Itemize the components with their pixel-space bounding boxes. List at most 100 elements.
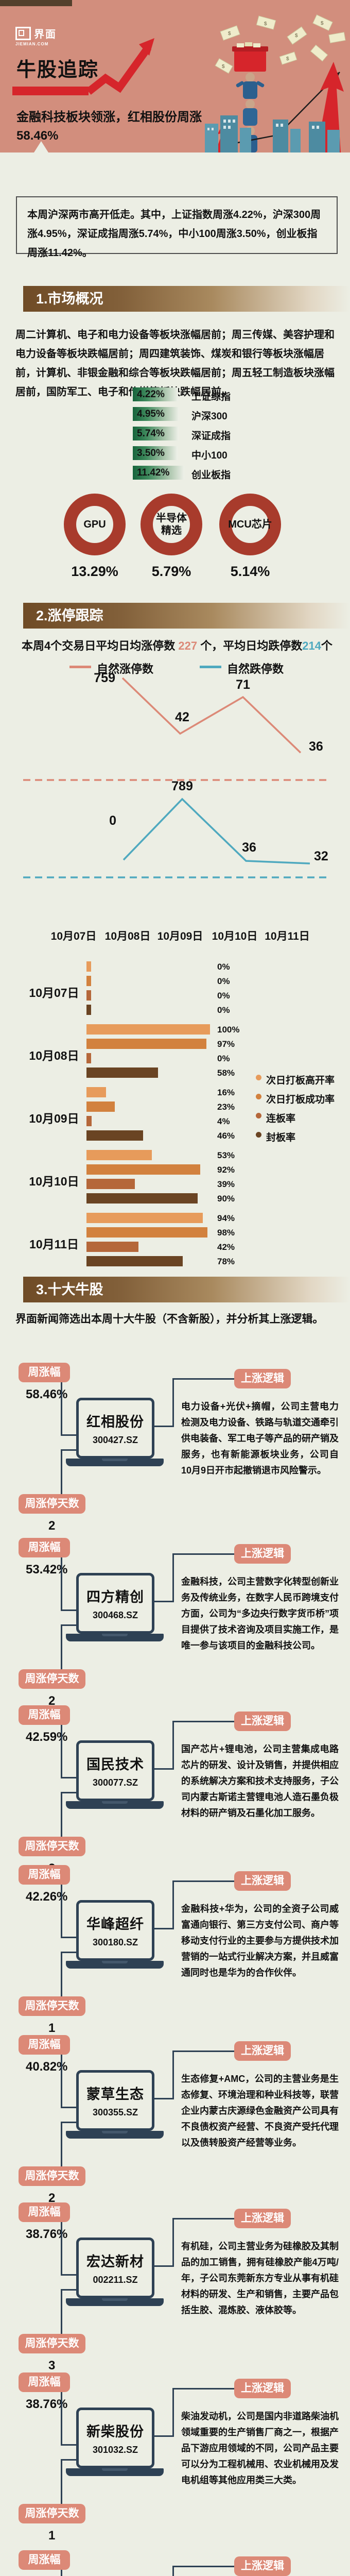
index-row: 4.95%沪深300	[0, 407, 350, 422]
weekly-summary-box: 本周沪深两市高开低走。其中，上证指数周涨4.22%，沪深300周涨4.95%，深…	[16, 196, 338, 259]
connector-elbow	[154, 2218, 174, 2267]
stocks-intro: 界面新闻筛选出本周十大牛股（不含新股），并分析其上涨逻辑。	[15, 1313, 324, 1325]
stock-code: 300355.SZ	[92, 2107, 138, 2117]
svg-text:$: $	[295, 33, 298, 39]
limitup-intro-pre: 本周4个交易日平均日均涨停数	[22, 639, 179, 652]
daily-bar	[86, 1101, 115, 1112]
index-row: 11.42%创业板指	[0, 466, 350, 481]
daily-bar-value: 0%	[217, 1054, 230, 1063]
daily-legend-label: 封板率	[266, 1132, 296, 1143]
index-label: 中小100	[191, 450, 227, 461]
stock-name: 宏达新材	[86, 2254, 144, 2269]
page-title: 牛股追踪	[16, 59, 99, 81]
daily-bar-value: 16%	[217, 1088, 235, 1097]
daily-bar-value: 39%	[217, 1179, 235, 1189]
days-value: 2	[48, 1519, 56, 1533]
daily-bar-value: 58%	[217, 1068, 235, 1078]
index-value: 4.22%	[137, 389, 165, 400]
x-axis-date-label: 10月10日	[212, 930, 258, 942]
daily-bar	[86, 1087, 107, 1097]
top-accent-bar	[0, 0, 72, 6]
logic-pill: 上涨逻辑	[234, 1711, 291, 1731]
daily-bar	[86, 961, 91, 972]
sector-ring-label: MCU芯片	[228, 519, 272, 530]
logic-pill: 上涨逻辑	[234, 2379, 291, 2398]
daily-bar-value: 94%	[217, 1213, 235, 1223]
daily-bar	[86, 1116, 92, 1126]
stock-name: 国民技术	[86, 1757, 144, 1772]
stock-code: 301032.SZ	[92, 2445, 138, 2455]
daily-bar	[86, 1150, 152, 1160]
connector-elbow	[61, 2055, 76, 2108]
stock-name: 蒙草生态	[86, 2087, 144, 2102]
limitup-avg-up: 227	[178, 639, 198, 652]
limitup-avg-down: 214	[302, 639, 321, 652]
stock-laptop: 蒙草生态 300355.SZ	[76, 2070, 154, 2131]
svg-text:$: $	[286, 56, 289, 62]
daily-bar	[86, 1213, 203, 1223]
daily-bar	[86, 1256, 183, 1266]
header-illustration: $$$ $$$	[86, 14, 346, 152]
gain-pill: 周涨幅	[19, 2372, 70, 2392]
connector-elbow	[61, 2570, 76, 2576]
legend-down-dash	[200, 666, 221, 668]
stock-name: 四方精创	[86, 1589, 144, 1605]
connector-elbow	[61, 1557, 76, 1611]
index-value: 4.95%	[137, 409, 165, 419]
limitup-intro: 本周4个交易日平均日均涨停数 227 个，平均日均跌停数214个	[22, 637, 336, 653]
daily-legend-dot	[256, 1075, 261, 1080]
sector-ring-value: 5.14%	[230, 564, 270, 579]
connector-elbow	[61, 1382, 76, 1436]
daily-group-date: 10月10日	[29, 1175, 79, 1188]
days-pill: 周涨停天数	[19, 2166, 85, 2186]
gain-pill: 周涨幅	[19, 1363, 70, 1382]
sector-ring-label: GPU	[83, 519, 106, 530]
connector-elbow	[154, 1553, 174, 1602]
stock-laptop: 宏达新材 002211.SZ	[76, 2238, 154, 2298]
connector-elbow	[61, 2392, 76, 2446]
daily-bar-value: 0%	[217, 991, 230, 1001]
sector-ring-label: 半导体精选	[156, 513, 187, 536]
limitup-intro-mid: 个，平均日均跌停数	[197, 639, 303, 652]
daily-bar	[86, 1130, 144, 1141]
logic-text: 电力设备+光伏+摘帽，公司主营电力检测及电力设备、铁路与轨道交通牵引供电装备、军…	[181, 1401, 339, 1476]
days-pill: 周涨停天数	[19, 1669, 85, 1689]
index-bar	[133, 466, 184, 480]
stock-code: 002211.SZ	[93, 2275, 138, 2285]
stock-name: 红相股份	[86, 1414, 144, 1430]
connector-elbow	[61, 1449, 76, 1494]
x-axis-date-label: 10月11日	[265, 930, 310, 942]
data-point-label: 759	[94, 671, 115, 685]
daily-bar	[86, 1005, 91, 1015]
index-row: 5.74%深证成指	[0, 427, 350, 442]
index-label: 深证成指	[191, 431, 231, 442]
laptop-base	[66, 1801, 164, 1809]
connector-elbow	[61, 2122, 76, 2166]
logic-text: 国产芯片+锂电池，公司主营集成电路芯片的研发、设计及销售，并提供相应的系统解决方…	[181, 1744, 339, 1818]
gain-value: 38.76%	[26, 2397, 68, 2411]
laptop-base	[66, 2468, 164, 2476]
svg-text:$: $	[264, 21, 267, 27]
logic-text: 金融科技+华为，公司的全资子公司威富通向银行、第三方支付公司、商户等移动支付行业…	[181, 1904, 339, 1978]
limitup-intro-post: 个	[321, 639, 332, 652]
logic-pill: 上涨逻辑	[234, 1871, 291, 1891]
gain-value: 58.46%	[26, 1387, 68, 1401]
logic-text: 生态修复+AMC，公司的主营业务是生态修复、环境治理和种业科技等，联营企业内蒙古…	[181, 2074, 339, 2148]
daily-bar	[86, 1242, 138, 1252]
index-value: 11.42%	[137, 467, 170, 478]
index-value: 3.50%	[137, 448, 165, 459]
svg-text:$: $	[222, 64, 225, 70]
data-point-label: 42	[175, 710, 189, 724]
connector-line	[174, 2566, 234, 2567]
logic-pill: 上涨逻辑	[234, 2041, 291, 2061]
x-axis-date-label: 10月07日	[51, 930, 97, 942]
data-point-label: 71	[236, 677, 250, 692]
connector-elbow	[61, 2222, 76, 2276]
laptop-base	[66, 2298, 164, 2306]
daily-bar	[86, 1067, 159, 1078]
daily-bar	[86, 1039, 206, 1049]
connector-elbow	[154, 1880, 174, 1929]
connector-elbow	[61, 2289, 76, 2334]
